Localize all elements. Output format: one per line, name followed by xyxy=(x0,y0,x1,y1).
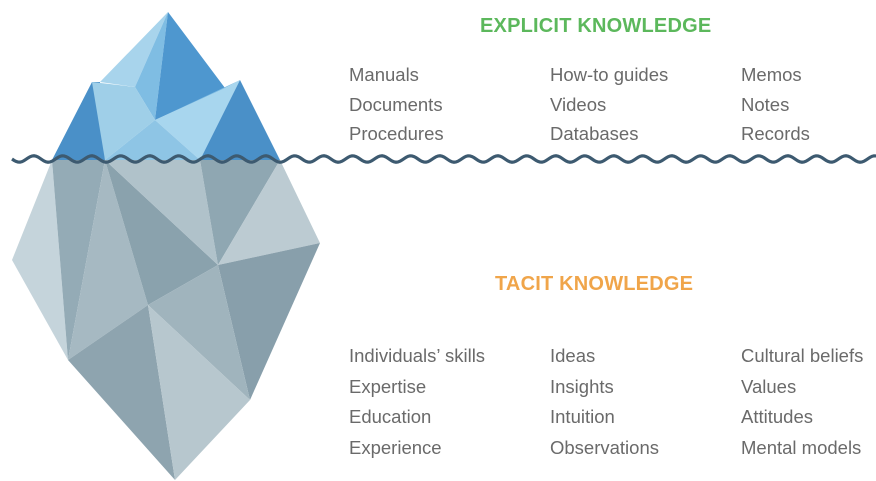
explicit-column-1: Manuals Documents Procedures xyxy=(349,60,444,149)
tacit-knowledge-heading: TACIT KNOWLEDGE xyxy=(495,273,694,295)
iceberg-underwater xyxy=(12,160,320,480)
tacit-item: Attitudes xyxy=(741,406,813,427)
explicit-item: Videos xyxy=(550,93,607,115)
tacit-item: Mental models xyxy=(741,436,862,458)
explicit-item: Manuals xyxy=(349,64,419,85)
explicit-column-3: Memos Notes Records xyxy=(741,60,810,149)
tacit-item: Ideas xyxy=(550,345,596,366)
explicit-item: How-to guides xyxy=(550,64,669,85)
tacit-item: Cultural beliefs xyxy=(741,345,864,366)
tacit-item: Experience xyxy=(349,436,442,458)
explicit-item: Databases xyxy=(550,123,639,144)
explicit-item: Documents xyxy=(349,93,443,115)
explicit-item: Notes xyxy=(741,93,790,115)
tacit-column-2: Ideas Insights Intuition Observations xyxy=(550,341,659,463)
tacit-item: Intuition xyxy=(550,406,615,427)
tacit-item: Education xyxy=(349,406,432,427)
explicit-item: Memos xyxy=(741,64,802,85)
tacit-column-1: Individuals’ skills Expertise Education … xyxy=(349,341,485,463)
tacit-item: Insights xyxy=(550,375,614,397)
explicit-knowledge-heading: EXPLICIT KNOWLEDGE xyxy=(480,15,712,37)
tacit-item: Observations xyxy=(550,436,659,458)
explicit-item: Procedures xyxy=(349,123,444,144)
tacit-item: Individuals’ skills xyxy=(349,345,486,366)
iceberg-tip xyxy=(52,12,280,160)
tacit-item: Expertise xyxy=(349,375,427,397)
explicit-item: Records xyxy=(741,123,810,144)
tacit-item: Values xyxy=(741,375,797,397)
waterline-wave xyxy=(11,154,876,164)
tacit-column-3: Cultural beliefs Values Attitudes Mental… xyxy=(741,341,863,463)
explicit-column-2: How-to guides Videos Databases xyxy=(550,60,668,149)
